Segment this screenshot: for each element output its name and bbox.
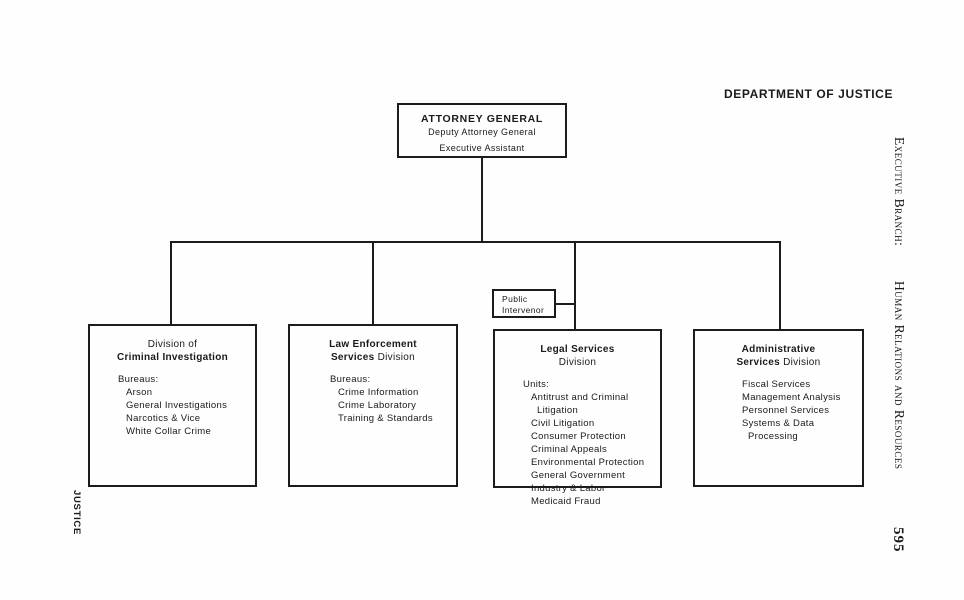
list-item: White Collar Crime [126, 426, 212, 437]
list-item: Medicaid Fraud [531, 496, 601, 507]
list-item: Personnel Services [742, 405, 830, 416]
public-intervenor-line1: Public [502, 294, 528, 304]
list-item: Training & Standards [338, 413, 433, 424]
division-list: Bureaus: Arson General Investigations Na… [90, 373, 255, 438]
org-box-law-enforcement: Law Enforcement Services Division Bureau… [288, 324, 458, 487]
title-word-bold: Services [736, 356, 781, 368]
right-margin-header-part2: Human Relations and Resources [892, 281, 907, 470]
division-list: Fiscal Services Management Analysis Pers… [695, 378, 862, 443]
list-item: Systems & Data Processing [742, 418, 815, 442]
public-intervenor-line2: Intervenor [502, 305, 545, 315]
list-item: General Government [531, 470, 626, 481]
org-box-attorney-general: ATTORNEY GENERAL Deputy Attorney General… [397, 103, 567, 158]
list-item: Crime Laboratory [338, 400, 417, 411]
division-title: Law Enforcement Services Division [290, 326, 456, 364]
executive-assistant-label: Executive Assistant [439, 143, 525, 153]
connector-main-horizontal [170, 241, 781, 243]
connector-drop-criminal-investigation [170, 241, 172, 325]
org-box-criminal-investigation: Division of Criminal Investigation Burea… [88, 324, 257, 487]
list-item: Consumer Protection [531, 431, 626, 442]
list-item: Antitrust and Criminal Litigation [531, 392, 629, 416]
title-word-regular: Division [783, 356, 821, 368]
deputy-attorney-general-label: Deputy Attorney General [428, 127, 536, 137]
connector-drop-law-enforcement [372, 241, 374, 325]
division-title-line1: Administrative [741, 344, 816, 355]
list-label: Units: [523, 379, 550, 390]
list-item: Arson [126, 387, 153, 398]
left-margin-section-label: JUSTICE [71, 490, 82, 536]
division-title-line1: Law Enforcement [329, 339, 417, 350]
right-margin-header-part1: Executive Branch: [892, 137, 907, 247]
org-box-public-intervenor: Public Intervenor [492, 289, 556, 318]
division-title: Legal Services Division [495, 331, 660, 369]
attorney-general-title: ATTORNEY GENERAL [420, 113, 544, 125]
list-label: Bureaus: [330, 374, 371, 385]
org-box-legal-services: Legal Services Division Units: Antitrust… [493, 329, 662, 507]
division-title: Division of Criminal Investigation [90, 326, 255, 364]
list-item: Criminal Appeals [531, 444, 608, 455]
list-item: Crime Information [338, 387, 419, 398]
list-item: Environmental Protection [531, 457, 645, 468]
division-title-line2: Services Division [695, 357, 862, 370]
page-number: 595 [890, 527, 906, 553]
org-box-administrative-services: Administrative Services Division Fiscal … [693, 329, 864, 487]
list-item: Industry & Labor [531, 483, 606, 494]
title-word-bold: Services [330, 351, 375, 363]
title-word-regular: Division [377, 351, 416, 363]
list-item: Civil Litigation [531, 418, 595, 429]
list-item: Management Analysis [742, 392, 841, 403]
division-title-line1: Division of [147, 339, 198, 350]
connector-public-intervenor-link [554, 303, 575, 305]
division-title: Administrative Services Division [695, 331, 862, 369]
division-title-line1: Legal Services [540, 344, 615, 355]
list-item: Fiscal Services [742, 379, 811, 390]
list-label: Bureaus: [118, 374, 159, 385]
division-title-line2: Criminal Investigation [116, 351, 229, 363]
list-item: Narcotics & Vice [126, 413, 201, 424]
division-title-line2: Division [558, 356, 597, 368]
connector-drop-administrative [779, 241, 781, 330]
connector-drop-legal-services [574, 241, 576, 330]
list-item: General Investigations [126, 400, 228, 411]
division-title-line2: Services Division [290, 352, 456, 365]
division-list: Bureaus: Crime Information Crime Laborat… [290, 373, 456, 425]
division-list: Units: Antitrust and Criminal Litigation… [495, 378, 660, 508]
page-title: DEPARTMENT OF JUSTICE [724, 87, 894, 101]
connector-attorney-general-drop [481, 157, 483, 243]
